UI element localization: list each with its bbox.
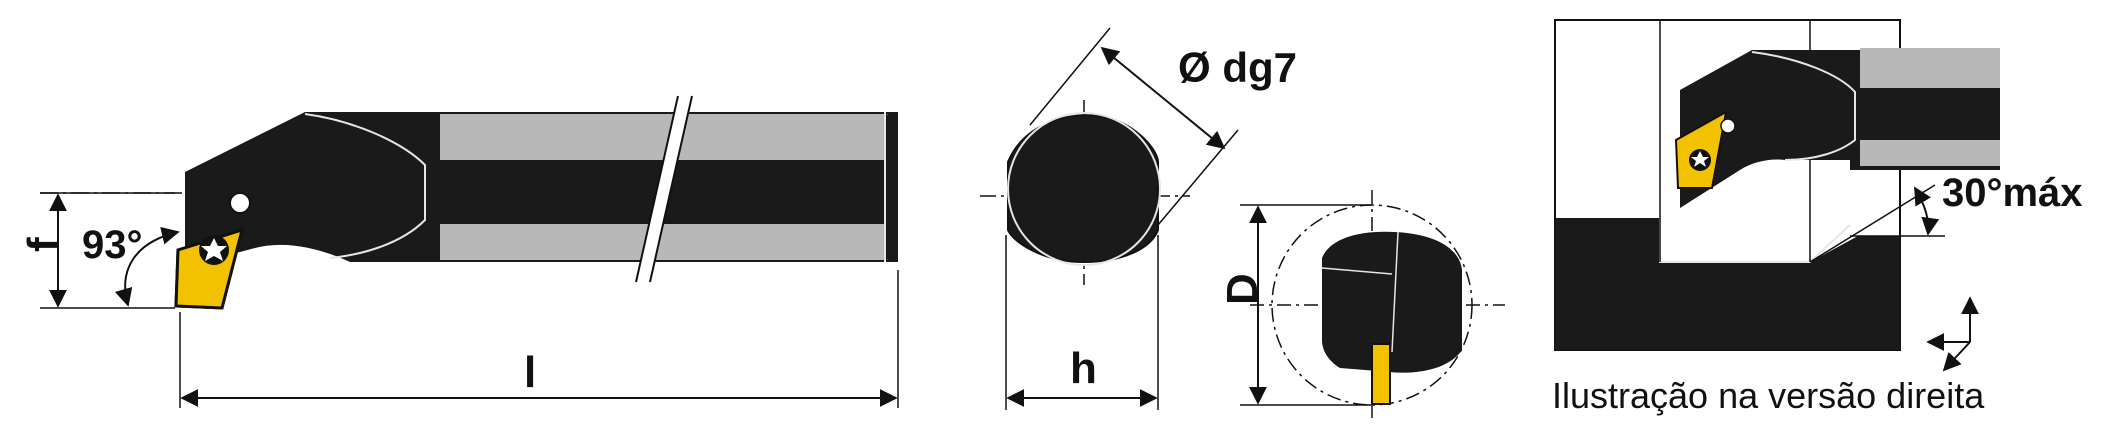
D-label: D bbox=[1218, 273, 1267, 305]
illustration-caption: Ilustração na versão direita bbox=[1552, 375, 1985, 416]
angle-30-label: 30°máx bbox=[1942, 171, 2083, 215]
l-label: l bbox=[524, 348, 536, 397]
front-body bbox=[1322, 231, 1462, 373]
break-lines bbox=[635, 95, 693, 283]
boring-bar-body bbox=[185, 112, 440, 262]
section-shape bbox=[1007, 114, 1159, 264]
shank-flat-top bbox=[440, 114, 888, 160]
angle-93-arc bbox=[114, 226, 180, 307]
dg7-label: Ø dg7 bbox=[1178, 44, 1297, 91]
illustration-shank-bottom bbox=[1860, 140, 2000, 166]
illustration-shank-top bbox=[1860, 48, 2000, 88]
clamp-pin-icon bbox=[229, 192, 251, 214]
front-view: D bbox=[1218, 190, 1505, 418]
axis-indicator-icon bbox=[1926, 296, 1979, 372]
angle-30-arc bbox=[1914, 186, 1940, 236]
front-insert bbox=[1371, 343, 1391, 405]
h-label: h bbox=[1070, 344, 1097, 393]
cross-section-view: Ø dg7 h bbox=[980, 27, 1297, 410]
illustration-right: 30°máx Ilustração na versão direita bbox=[1552, 19, 2083, 416]
shank-end bbox=[885, 112, 898, 262]
illustration-tool-head bbox=[1680, 50, 1862, 208]
head-curve bbox=[304, 113, 426, 259]
workpiece bbox=[1555, 218, 1900, 350]
dg7-dimension-line bbox=[1100, 46, 1226, 150]
shank-flat-bottom bbox=[440, 224, 888, 260]
side-view: f 93° l bbox=[19, 95, 900, 408]
f-label: f bbox=[19, 237, 68, 252]
angle-93-label: 93° bbox=[82, 223, 143, 267]
